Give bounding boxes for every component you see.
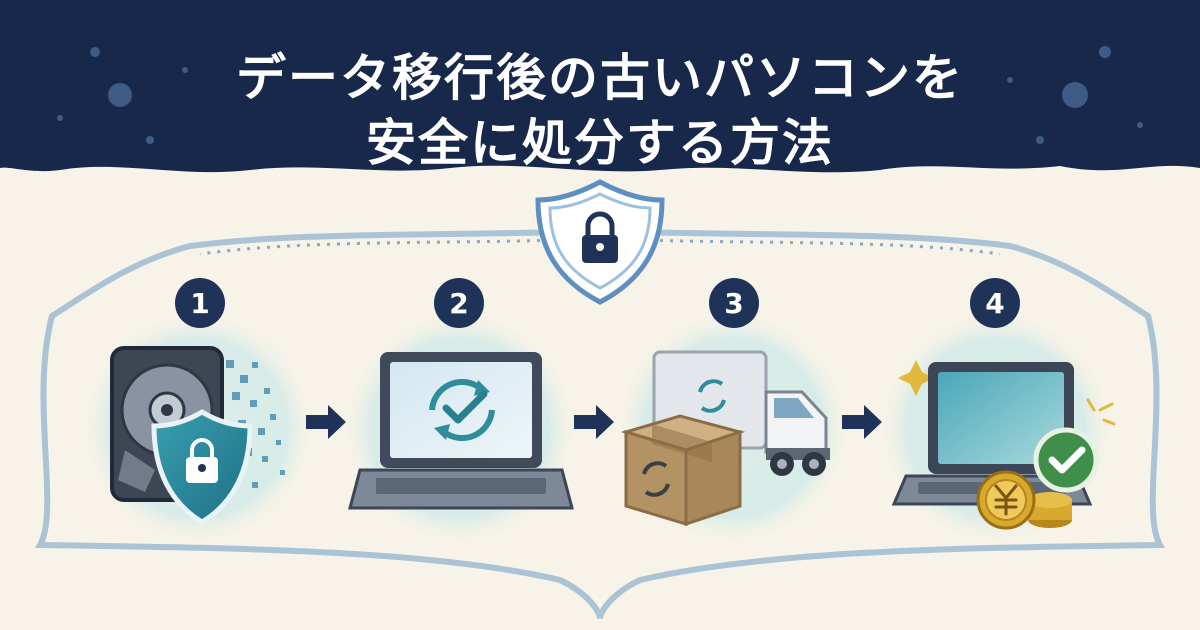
step-number-badge: 3 bbox=[709, 278, 759, 328]
arrow-right-icon bbox=[842, 405, 882, 439]
hard-drive-shield-lock-icon bbox=[110, 346, 285, 525]
frame-border bbox=[34, 229, 1166, 619]
page-title-line-1: データ移行後の古いパソコンを bbox=[236, 49, 964, 107]
truck-box-recycle-icon bbox=[620, 350, 830, 527]
page-title-line-2: 安全に処分する方法 bbox=[366, 114, 834, 172]
step-1-illustration bbox=[80, 310, 316, 546]
arrow-right-icon bbox=[574, 405, 614, 439]
step-4-illustration bbox=[878, 310, 1116, 546]
shield-lock-icon bbox=[535, 179, 665, 305]
laptop-refresh-check-icon bbox=[348, 352, 574, 510]
arrow-right-icon bbox=[306, 405, 346, 439]
header-band bbox=[0, 0, 1200, 173]
step-3-illustration bbox=[615, 310, 851, 546]
step-number-badge: 4 bbox=[970, 278, 1020, 328]
step-number-badge: 1 bbox=[175, 278, 225, 328]
step-2-illustration bbox=[342, 310, 578, 546]
step-number-badge: 2 bbox=[434, 278, 484, 328]
laptop-yen-coins-check-icon bbox=[891, 360, 1116, 530]
